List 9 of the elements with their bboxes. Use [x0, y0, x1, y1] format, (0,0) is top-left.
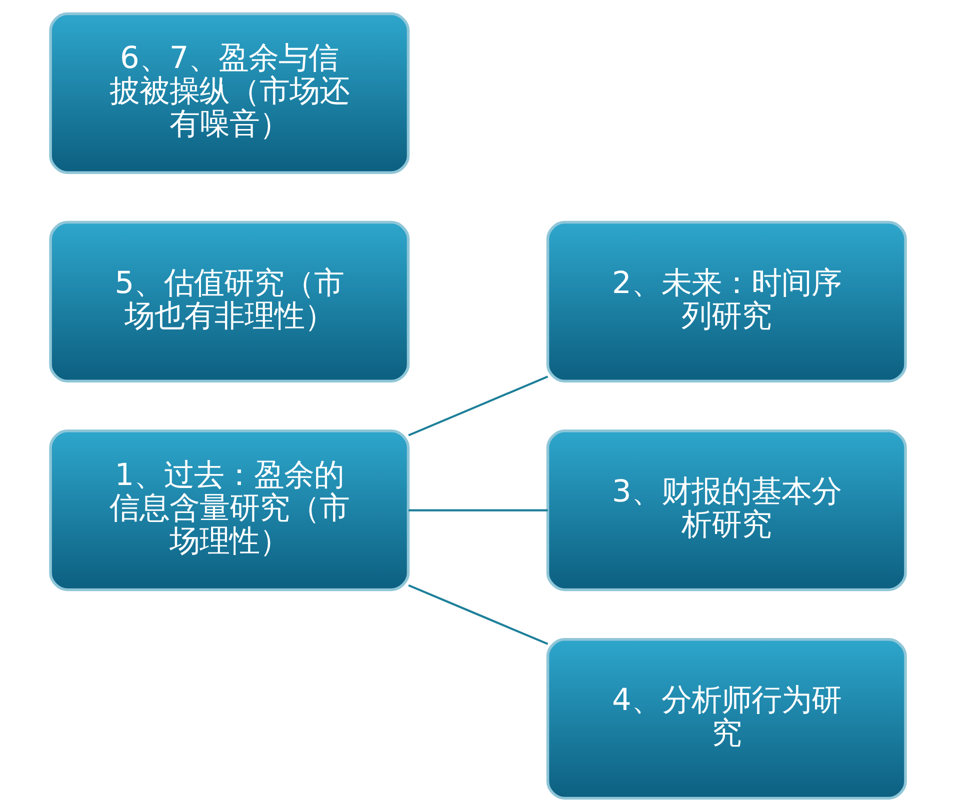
connector	[408, 376, 548, 436]
node-box: 6、7、盈余与信披被操纵（市场还有噪音）	[49, 12, 410, 174]
connector	[408, 584, 548, 645]
connector	[408, 509, 548, 512]
node-box: 1、过去：盈余的信息含量研究（市场理性）	[49, 429, 410, 592]
node-box: 3、财报的基本分析研究	[546, 429, 907, 592]
node-box: 4、分析师行为研究	[546, 638, 907, 800]
node-box: 2、未来：时间序列研究	[546, 220, 907, 383]
node-box: 5、估值研究（市场也有非理性）	[49, 220, 410, 383]
